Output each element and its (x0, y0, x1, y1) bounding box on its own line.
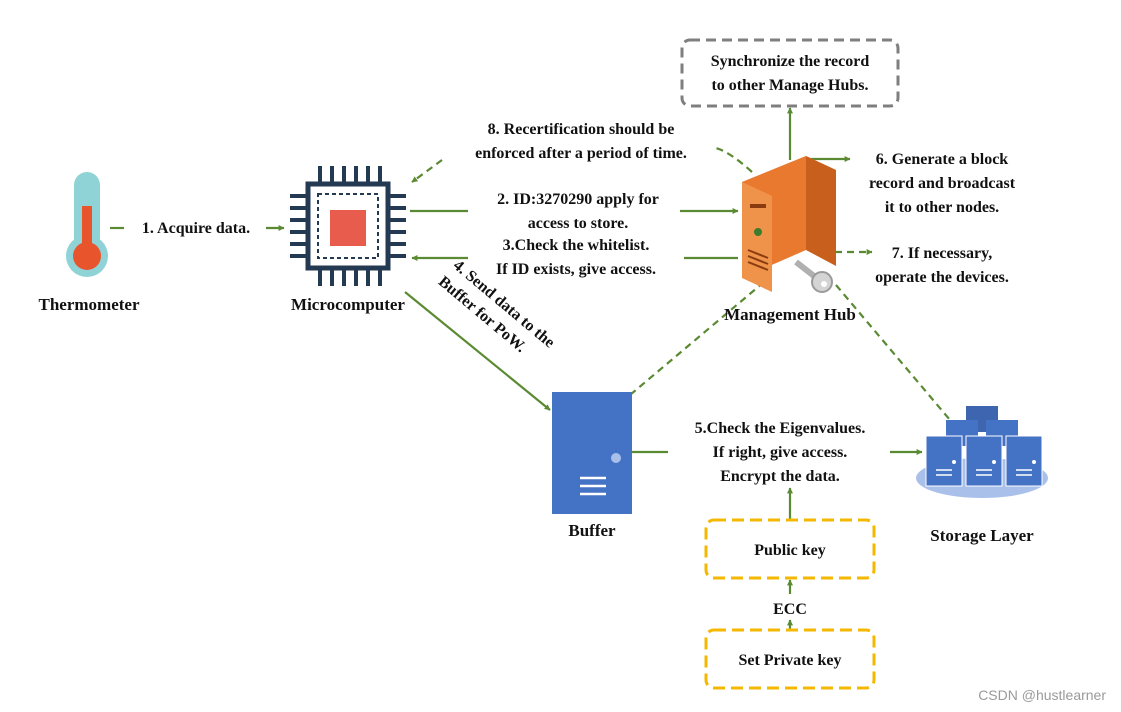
step5-line1: 5.Check the Eigenvalues. (695, 420, 866, 437)
storage-layer-label: Storage Layer (930, 526, 1034, 545)
buffer-label: Buffer (568, 521, 616, 540)
sync-line1: Synchronize the record (711, 53, 870, 70)
public-key-label: Public key (754, 542, 826, 559)
watermark: CSDN @hustlearner (978, 687, 1106, 703)
buffer-node: Buffer (552, 392, 632, 540)
server-cluster-icon (916, 406, 1048, 498)
arrow-send-buffer (404, 291, 551, 411)
step7-line2: operate the devices. (875, 269, 1009, 286)
step6-line1: 6. Generate a block (876, 151, 1009, 168)
arrow-recertification-head (411, 159, 443, 183)
management-hub-label: Management Hub (724, 305, 856, 324)
step5-line2: If right, give access. (713, 444, 848, 461)
sync-line2: to other Manage Hubs. (711, 77, 868, 94)
link-hub-storage (835, 284, 951, 421)
connectors (110, 107, 951, 630)
storage-layer-node: Storage Layer (916, 406, 1048, 545)
chip-icon (290, 166, 406, 286)
private-key-label: Set Private key (738, 652, 841, 669)
server-tower-icon (742, 156, 836, 292)
step8-line1: 8. Recertification should be (488, 121, 675, 138)
thermometer-label: Thermometer (38, 295, 139, 314)
step5-line3: Encrypt the data. (720, 468, 840, 485)
sync-record-box: Synchronize the record to other Manage H… (680, 38, 900, 108)
ecc-label: ECC (773, 601, 807, 618)
step2-line1: 2. ID:3270290 apply for (497, 191, 659, 208)
arrow-recertification (715, 146, 753, 173)
step3-line1: 3.Check the whitelist. (503, 237, 650, 254)
step1-label: 1. Acquire data. (142, 220, 250, 237)
step6-line2: record and broadcast (869, 175, 1016, 192)
link-hub-buffer (629, 281, 765, 396)
key-icon (794, 259, 833, 293)
step2-line2: access to store. (528, 215, 629, 232)
server-icon (552, 392, 632, 514)
management-hub-node: Management Hub (724, 156, 856, 324)
step7-line1: 7. If necessary, (892, 245, 992, 262)
step8-line2: enforced after a period of time. (475, 145, 687, 162)
private-key-box: Set Private key (704, 628, 876, 690)
microcomputer-label: Microcomputer (291, 295, 405, 314)
thermometer-icon (66, 172, 108, 277)
thermometer-node: Thermometer (38, 172, 140, 314)
public-key-box: Public key (704, 518, 876, 580)
step6-line3: it to other nodes. (885, 199, 999, 216)
step3-line2: If ID exists, give access. (496, 261, 656, 278)
microcomputer-node: Microcomputer (290, 166, 406, 314)
